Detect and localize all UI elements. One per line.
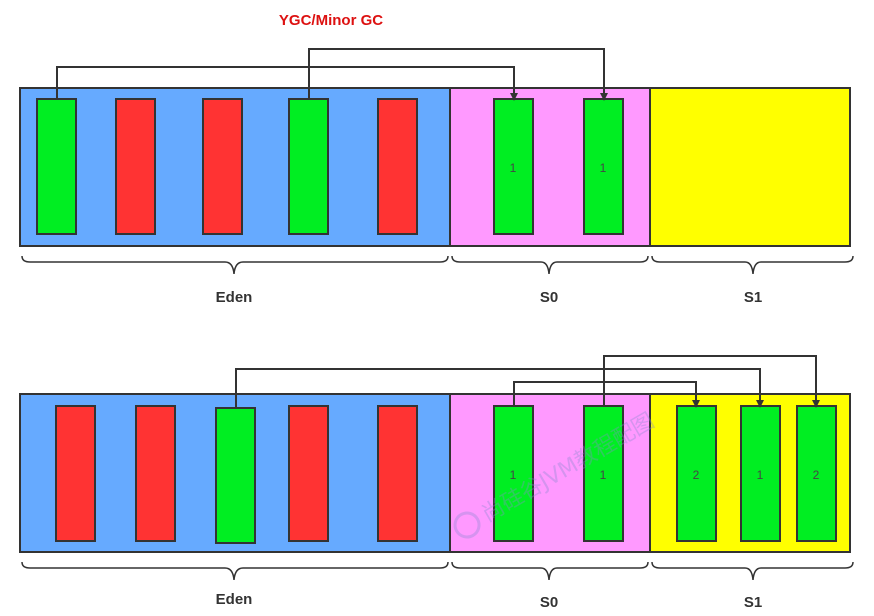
diagram-title: YGC/Minor GC	[279, 12, 383, 29]
object-age: 1	[510, 161, 517, 175]
eden-object	[202, 98, 243, 235]
eden-object	[55, 405, 96, 542]
eden-object	[115, 98, 156, 235]
s1-object	[740, 405, 781, 542]
copy-arrow	[56, 66, 518, 101]
s1-brace	[651, 561, 854, 581]
s0-brace	[451, 255, 649, 275]
eden-object	[377, 98, 418, 235]
eden-object	[135, 405, 176, 542]
eden-label: Eden	[216, 591, 253, 608]
bottom-diagram: 1 1 2 1 2 Eden S0 S1	[19, 355, 854, 611]
copy-arrow	[603, 355, 820, 408]
s1-brace	[651, 255, 854, 275]
eden-brace	[21, 561, 449, 581]
eden-label: Eden	[216, 289, 253, 306]
s0-brace	[451, 561, 649, 581]
copy-arrow	[235, 368, 764, 408]
object-age: 1	[757, 468, 764, 482]
s0-label: S0	[540, 289, 558, 306]
object-age: 1	[510, 468, 517, 482]
object-age: 2	[693, 468, 700, 482]
eden-object	[36, 98, 77, 235]
object-age: 2	[813, 468, 820, 482]
eden-object	[288, 405, 329, 542]
s0-object	[583, 98, 624, 235]
eden-object	[215, 407, 256, 544]
s1-label: S1	[744, 594, 762, 611]
s0-object	[583, 405, 624, 542]
s1-label: S1	[744, 289, 762, 306]
object-age: 1	[600, 468, 607, 482]
top-diagram: 1 1 Eden S0 S1	[19, 48, 854, 306]
object-age: 1	[600, 161, 607, 175]
eden-object	[288, 98, 329, 235]
s0-object	[493, 405, 534, 542]
eden-object	[377, 405, 418, 542]
copy-arrow	[308, 48, 608, 101]
watermark-logo-icon	[453, 511, 481, 539]
s1-region	[649, 87, 851, 247]
s0-label: S0	[540, 594, 558, 611]
eden-brace	[21, 255, 449, 275]
